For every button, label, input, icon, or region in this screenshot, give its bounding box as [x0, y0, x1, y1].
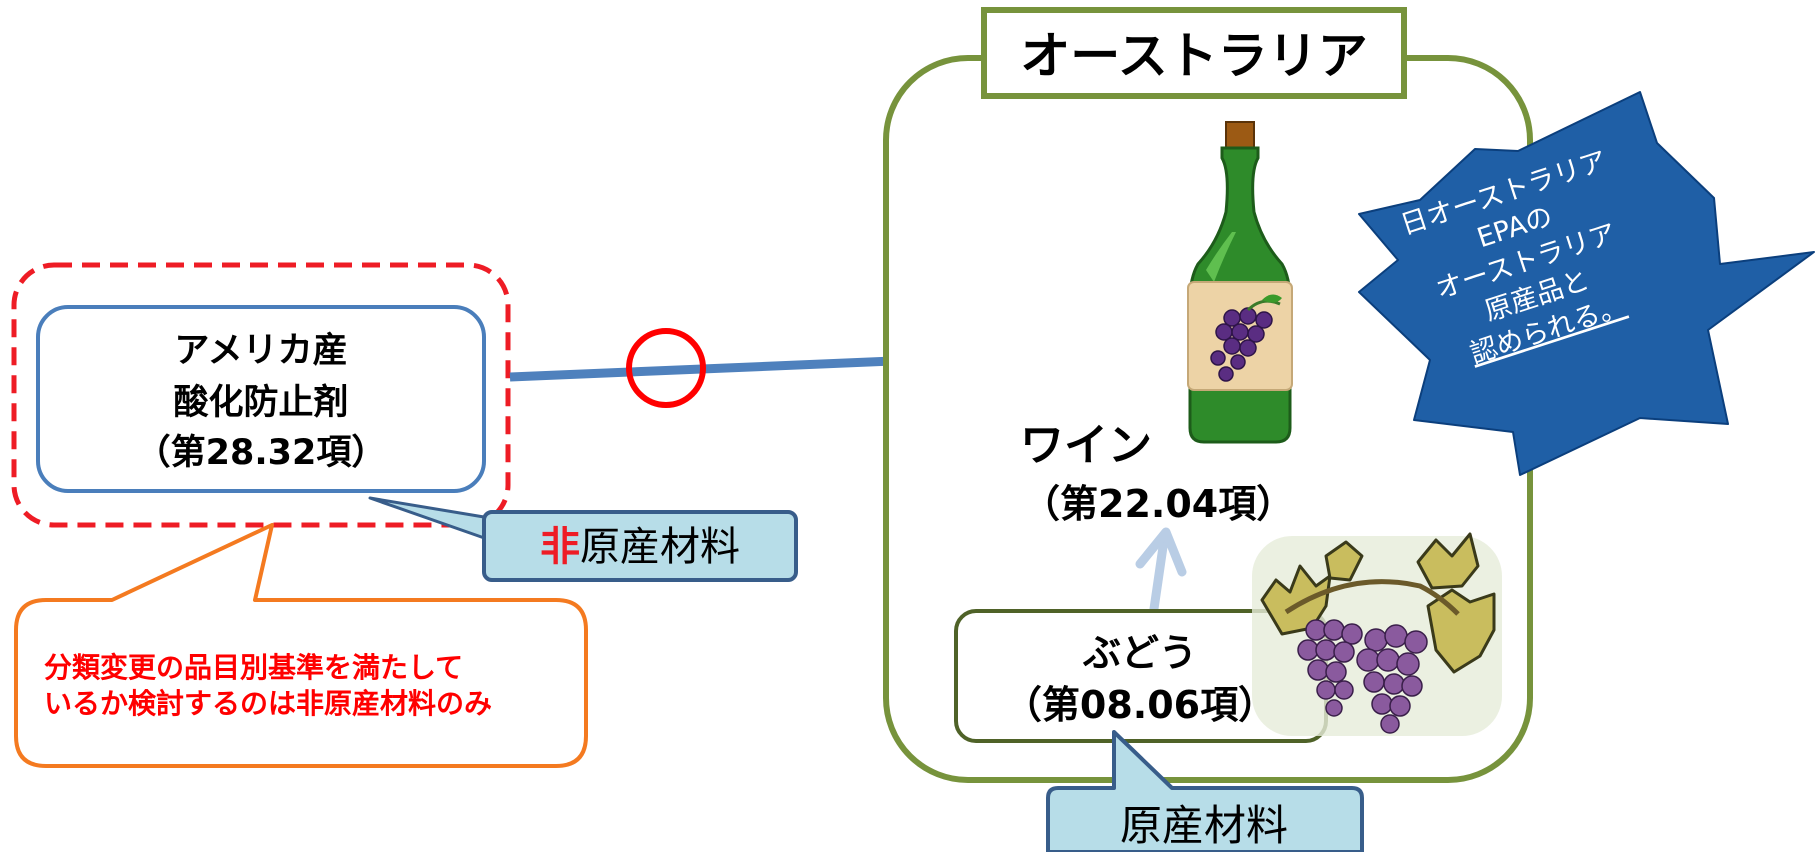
material-line2: 酸化防止剤 — [173, 383, 348, 423]
note-line1: 分類変更の品目別基準を満たして — [44, 651, 463, 684]
product-heading: （第22.04項） — [1022, 482, 1294, 526]
grape-heading: （第08.06項） — [1004, 683, 1276, 727]
wine-bottle-illustration — [1187, 121, 1293, 444]
grape-bunch-icon — [1297, 619, 1428, 734]
non-origin-label-box — [482, 510, 798, 582]
note-line2: いるか検討するのは非原産材料のみ — [44, 687, 492, 720]
starburst-badge — [1358, 91, 1815, 476]
grape-to-wine-arrow-head — [1135, 527, 1187, 577]
grape-cluster-icon — [1210, 307, 1273, 382]
note-callout — [14, 523, 588, 768]
australia-title: オーストラリア — [1020, 27, 1368, 85]
vine-leaf-icon — [1260, 532, 1496, 674]
product-name: ワイン — [1020, 420, 1152, 471]
non-origin-callout-pointer — [368, 496, 492, 542]
material-box — [36, 305, 486, 493]
origin-label: 原産材料 — [1120, 801, 1288, 850]
material-line3: （第28.32項） — [136, 433, 387, 473]
non-origin-rest: 原産材料 — [580, 524, 740, 570]
ok-circle-mark — [626, 328, 706, 408]
material-dashed-frame — [11, 262, 511, 528]
origin-callout — [1046, 730, 1364, 852]
material-line1: アメリカ産 — [174, 331, 347, 371]
non-origin-prefix: 非 — [540, 524, 580, 570]
grape-name: ぶどう — [1082, 631, 1197, 675]
australia-title-box — [981, 7, 1407, 99]
grape-vine-illustration — [1252, 532, 1502, 736]
non-origin-label: 非原産材料 — [540, 524, 740, 570]
